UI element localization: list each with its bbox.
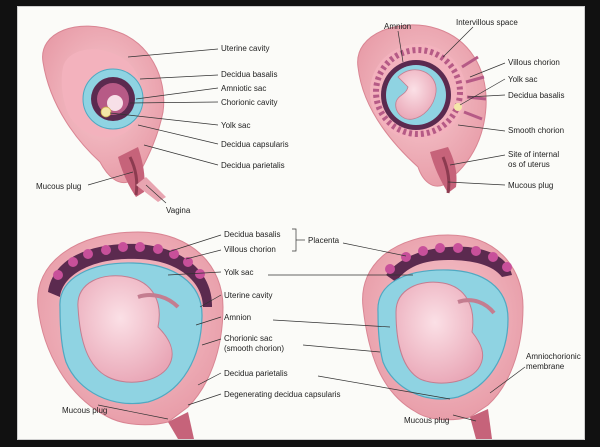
label-chorionic-sac-1: Chorionic sac [224, 334, 272, 343]
label-villous-chorion-top: Villous chorion [508, 58, 560, 67]
label-amniochorionic-2: membrane [526, 362, 565, 371]
early-pregnancy-illustration [43, 26, 166, 202]
label-mucous-plug-4: Mucous plug [404, 416, 449, 425]
label-decidua-parietalis-bottom: Decidua parietalis [224, 369, 288, 378]
label-vagina: Vagina [166, 206, 191, 215]
label-chorionic-cavity: Chorionic cavity [221, 98, 277, 107]
label-placenta: Placenta [308, 236, 340, 245]
label-degenerating-decidua-capsularis: Degenerating decidua capsularis [224, 390, 341, 399]
label-site-internal-os-2: os of uterus [508, 160, 550, 169]
label-uterine-cavity-bottom: Uterine cavity [224, 291, 272, 300]
label-chorionic-sac-2: (smooth chorion) [224, 344, 284, 353]
label-uterine-cavity-top: Uterine cavity [221, 44, 269, 53]
label-site-internal-os-1: Site of internal [508, 150, 559, 159]
label-yolk-sac-top: Yolk sac [221, 121, 251, 130]
label-mucous-plug-3: Mucous plug [62, 406, 107, 415]
pregnancy-membranes-diagram: Uterine cavity Decidua basalis Amniotic … [18, 7, 584, 439]
label-amniochorionic-1: Amniochorionic [526, 352, 581, 361]
label-decidua-capsularis: Decidua capsularis [221, 140, 289, 149]
label-yolk-sac-right: Yolk sac [508, 75, 538, 84]
label-villous-chorion-bottom: Villous chorion [224, 245, 276, 254]
label-decidua-basalis-bottom: Decidua basalis [224, 230, 280, 239]
label-amnion-top: Amnion [384, 22, 411, 31]
label-yolk-sac-bottom: Yolk sac [224, 268, 254, 277]
label-mucous-plug-1: Mucous plug [36, 182, 81, 191]
embryonic-stage-illustration [358, 25, 486, 193]
label-intervillous-space: Intervillous space [456, 18, 518, 27]
label-decidua-basalis-right: Decidua basalis [508, 91, 564, 100]
late-fetal-stage-illustration [363, 235, 523, 439]
label-decidua-parietalis-top: Decidua parietalis [221, 161, 285, 170]
label-mucous-plug-2: Mucous plug [508, 181, 553, 190]
label-amnion-bottom: Amnion [224, 313, 251, 322]
figure-sheet: Uterine cavity Decidua basalis Amniotic … [17, 6, 585, 440]
label-smooth-chorion: Smooth chorion [508, 126, 564, 135]
label-amniotic-sac: Amniotic sac [221, 84, 266, 93]
label-decidua-basalis-top: Decidua basalis [221, 70, 277, 79]
